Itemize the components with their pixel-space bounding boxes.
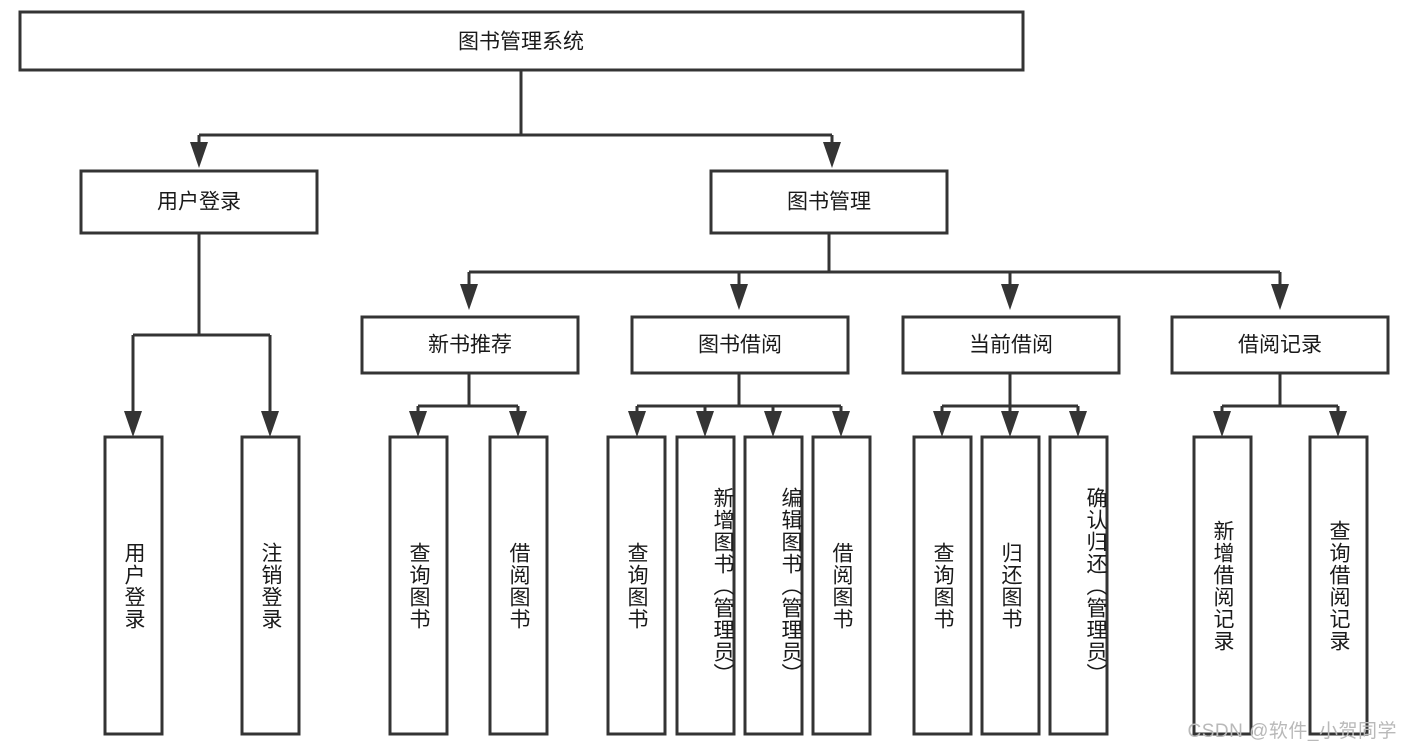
node-book-borrow[interactable]: 图书借阅	[630, 315, 850, 375]
arrow-to-leaf-borrow-book-2	[832, 411, 850, 437]
arrow-to-leaf-query-book-1	[409, 411, 427, 437]
connector-current-borrow-to-leaves	[933, 373, 1087, 437]
connector-root-to-level2	[190, 70, 841, 168]
node-user-login[interactable]: 用户登录	[79, 169, 319, 235]
node-leaf-add-record[interactable]	[1192, 435, 1253, 736]
arrow-to-leaf-user-logout	[261, 411, 279, 437]
arrow-to-leaf-add-book	[696, 411, 714, 437]
node-leaf-borrow-book-1[interactable]	[488, 435, 549, 736]
connector-book-borrow-to-leaves	[628, 373, 850, 437]
node-leaf-query-record[interactable]	[1308, 435, 1369, 736]
arrow-to-leaf-query-book-3	[933, 411, 951, 437]
node-current-borrow[interactable]: 当前借阅	[901, 315, 1121, 375]
node-book-borrow-label: 图书借阅	[698, 334, 782, 357]
node-new-book-recommend-label: 新书推荐	[428, 334, 512, 357]
node-book-manage-label: 图书管理	[787, 191, 871, 214]
arrow-to-leaf-borrow-book-1	[509, 411, 527, 437]
arrow-to-new-book-recommend	[460, 284, 478, 310]
arrow-to-book-borrow	[730, 284, 748, 310]
arrow-to-user-login	[190, 142, 208, 168]
arrow-to-leaf-return-book	[1001, 411, 1019, 437]
arrow-to-leaf-edit-book	[764, 411, 782, 437]
node-book-manage[interactable]: 图书管理	[709, 169, 949, 235]
node-leaf-user-logout[interactable]	[240, 435, 301, 736]
node-current-borrow-label: 当前借阅	[969, 334, 1053, 357]
node-user-login-label: 用户登录	[157, 191, 241, 214]
arrow-to-leaf-confirm-return	[1069, 411, 1087, 437]
node-leaf-confirm-return[interactable]	[1048, 435, 1109, 736]
node-leaf-query-book-2[interactable]	[606, 435, 667, 736]
node-leaf-add-book[interactable]	[675, 435, 736, 736]
connector-borrow-record-to-leaves	[1213, 373, 1347, 437]
arrow-to-borrow-record	[1271, 284, 1289, 310]
arrow-to-leaf-add-record	[1213, 411, 1231, 437]
arrow-to-leaf-query-record	[1329, 411, 1347, 437]
connector-new-book-recommend-to-leaves	[409, 373, 527, 437]
csdn-watermark: CSDN @软件_小贺同学	[1187, 721, 1397, 742]
arrow-to-leaf-user-login	[124, 411, 142, 437]
node-leaf-user-login[interactable]	[103, 435, 164, 736]
connector-user-login-to-leaves	[124, 233, 279, 437]
node-leaf-edit-book[interactable]	[743, 435, 804, 736]
node-borrow-record[interactable]: 借阅记录	[1170, 315, 1390, 375]
connector-book-manage-to-level3	[460, 233, 1289, 310]
node-borrow-record-label: 借阅记录	[1238, 334, 1322, 357]
node-leaf-borrow-book-2[interactable]	[811, 435, 872, 736]
node-leaf-query-book-1[interactable]	[388, 435, 449, 736]
node-root-label: 图书管理系统	[458, 31, 584, 54]
node-leaf-return-book[interactable]	[980, 435, 1041, 736]
arrow-to-current-borrow	[1001, 284, 1019, 310]
arrow-to-book-manage	[823, 142, 841, 168]
node-new-book-recommend[interactable]: 新书推荐	[360, 315, 580, 375]
arrow-to-leaf-query-book-2	[628, 411, 646, 437]
node-root[interactable]: 图书管理系统	[18, 10, 1025, 72]
node-leaf-query-book-3[interactable]	[912, 435, 973, 736]
